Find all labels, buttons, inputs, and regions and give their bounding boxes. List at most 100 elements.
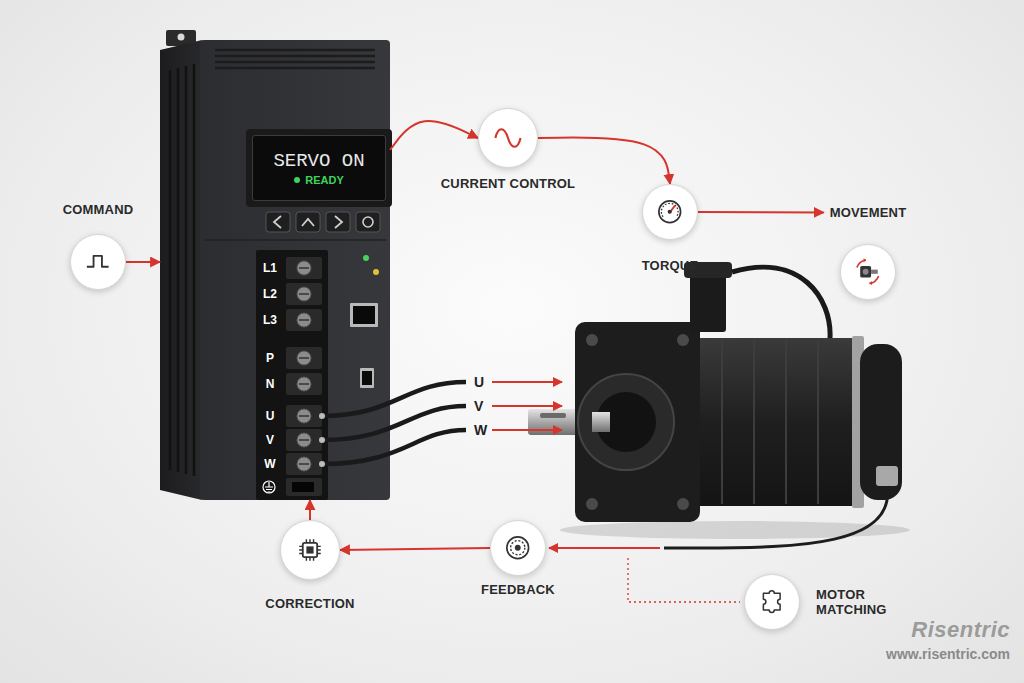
- servo-motor: [578, 374, 674, 470]
- terminal-block: [299, 357, 309, 359]
- servo-motor: [860, 344, 902, 500]
- terminal-block: [286, 347, 322, 369]
- encoder-icon: [511, 541, 525, 555]
- servo-drive-body: [170, 64, 194, 476]
- terminal-block: [297, 313, 311, 327]
- terminal-block: [297, 287, 311, 301]
- phase-label: W: [474, 422, 487, 438]
- power-cables: [322, 382, 466, 416]
- servo-motor: [722, 340, 818, 504]
- terminal-block: [297, 261, 311, 275]
- icon-circle: [70, 234, 126, 290]
- power-cables: [319, 413, 325, 419]
- status-leds: [373, 269, 379, 275]
- ethernet-port: [350, 303, 378, 327]
- motor-matching-icon: MOTOR MATCHING: [744, 574, 902, 630]
- motor-icon: [871, 270, 878, 274]
- keypad-buttons: [266, 212, 290, 232]
- motor-icon: [863, 269, 869, 275]
- servo-motor: [677, 334, 689, 346]
- terminal-block: [286, 429, 322, 451]
- motor-icon: [860, 266, 871, 278]
- servo-motor: [540, 413, 566, 418]
- terminal-block: [297, 457, 311, 471]
- terminal-block: [286, 453, 322, 475]
- terminal-block: [292, 482, 314, 492]
- step-label: TORQUE: [642, 258, 699, 273]
- phase-arrows: [492, 429, 562, 431]
- movement-icon: MOVEMENT: [830, 205, 907, 300]
- flow-arrow: [309, 500, 311, 520]
- power-cables: [322, 406, 466, 440]
- terminal-label: W: [259, 456, 281, 472]
- icon-circle: [642, 184, 698, 240]
- step-label: MOVEMENT: [830, 205, 907, 220]
- servo-drive-body: [200, 40, 390, 500]
- encoder-icon: [515, 545, 521, 551]
- servo-motor: [688, 338, 856, 506]
- servo-drive-body: [205, 239, 386, 241]
- keypad-buttons: [302, 219, 314, 226]
- step-label: MOTOR MATCHING: [816, 587, 902, 617]
- phase-arrows: [492, 405, 562, 407]
- terminal-label: L3: [259, 312, 281, 328]
- keypad-buttons: [335, 216, 342, 228]
- terminal-label: P: [259, 350, 281, 366]
- chip-icon: [306, 546, 313, 553]
- servo-drive-body: [178, 34, 185, 41]
- puzzle-icon: [755, 585, 788, 618]
- ground-symbol: [263, 481, 275, 493]
- gauge-icon: [653, 195, 686, 228]
- matching-leader-line: [628, 558, 740, 602]
- icon-circle: [490, 520, 546, 576]
- terminal-block: [286, 478, 322, 496]
- feedback-icon: FEEDBACK: [481, 520, 555, 597]
- servo-motor: [586, 334, 598, 346]
- gauge-icon: [662, 204, 679, 217]
- matching-leader-line: [628, 558, 740, 602]
- watermark: Risentric: [911, 618, 1010, 642]
- step-label: FEEDBACK: [481, 582, 555, 597]
- current-control-icon: CURRENT CONTROL: [441, 108, 575, 191]
- terminal-block: [256, 250, 328, 500]
- terminal-block: [286, 283, 322, 305]
- pulse-icon: [87, 256, 109, 267]
- power-cables: [322, 430, 466, 464]
- keypad-buttons: [274, 216, 281, 228]
- phase-label: U: [474, 374, 484, 390]
- feedback-signal-arrow: [549, 547, 660, 549]
- terminal-label: N: [259, 376, 281, 392]
- terminal-block: [256, 250, 328, 500]
- motor-icon: [864, 259, 867, 263]
- servo-drive-body: [160, 30, 392, 500]
- servo-drive-body: [215, 50, 375, 68]
- usb-port: [360, 368, 374, 388]
- flow-arrow: [698, 211, 824, 214]
- status-leds: [363, 255, 369, 261]
- correction-icon: CORRECTION: [265, 520, 354, 611]
- servo-motor: [528, 322, 910, 539]
- terminal-block: [297, 409, 311, 423]
- keypad-buttons: [266, 212, 380, 232]
- terminal-block: [286, 309, 322, 331]
- keypad-buttons: [363, 217, 373, 227]
- watermark-url: www.risentric.com: [886, 646, 1010, 662]
- terminal-block: [299, 293, 309, 295]
- keypad-buttons: [296, 212, 320, 232]
- motor-connectors: [690, 270, 726, 332]
- chip-icon: [303, 543, 317, 557]
- servo-motor: [592, 412, 610, 432]
- ground-symbol: [263, 481, 275, 493]
- display-readout: SERVO ON: [273, 149, 364, 173]
- sine-icon: [495, 129, 520, 147]
- encoder-icon: [501, 531, 534, 564]
- gauge-icon: [668, 210, 672, 214]
- terminal-label: L2: [259, 286, 281, 302]
- motor-connectors: [664, 486, 888, 548]
- step-label: CURRENT CONTROL: [441, 176, 575, 191]
- terminal-block: [286, 257, 322, 279]
- terminal-block: [299, 415, 309, 417]
- flow-arrow: [390, 121, 478, 150]
